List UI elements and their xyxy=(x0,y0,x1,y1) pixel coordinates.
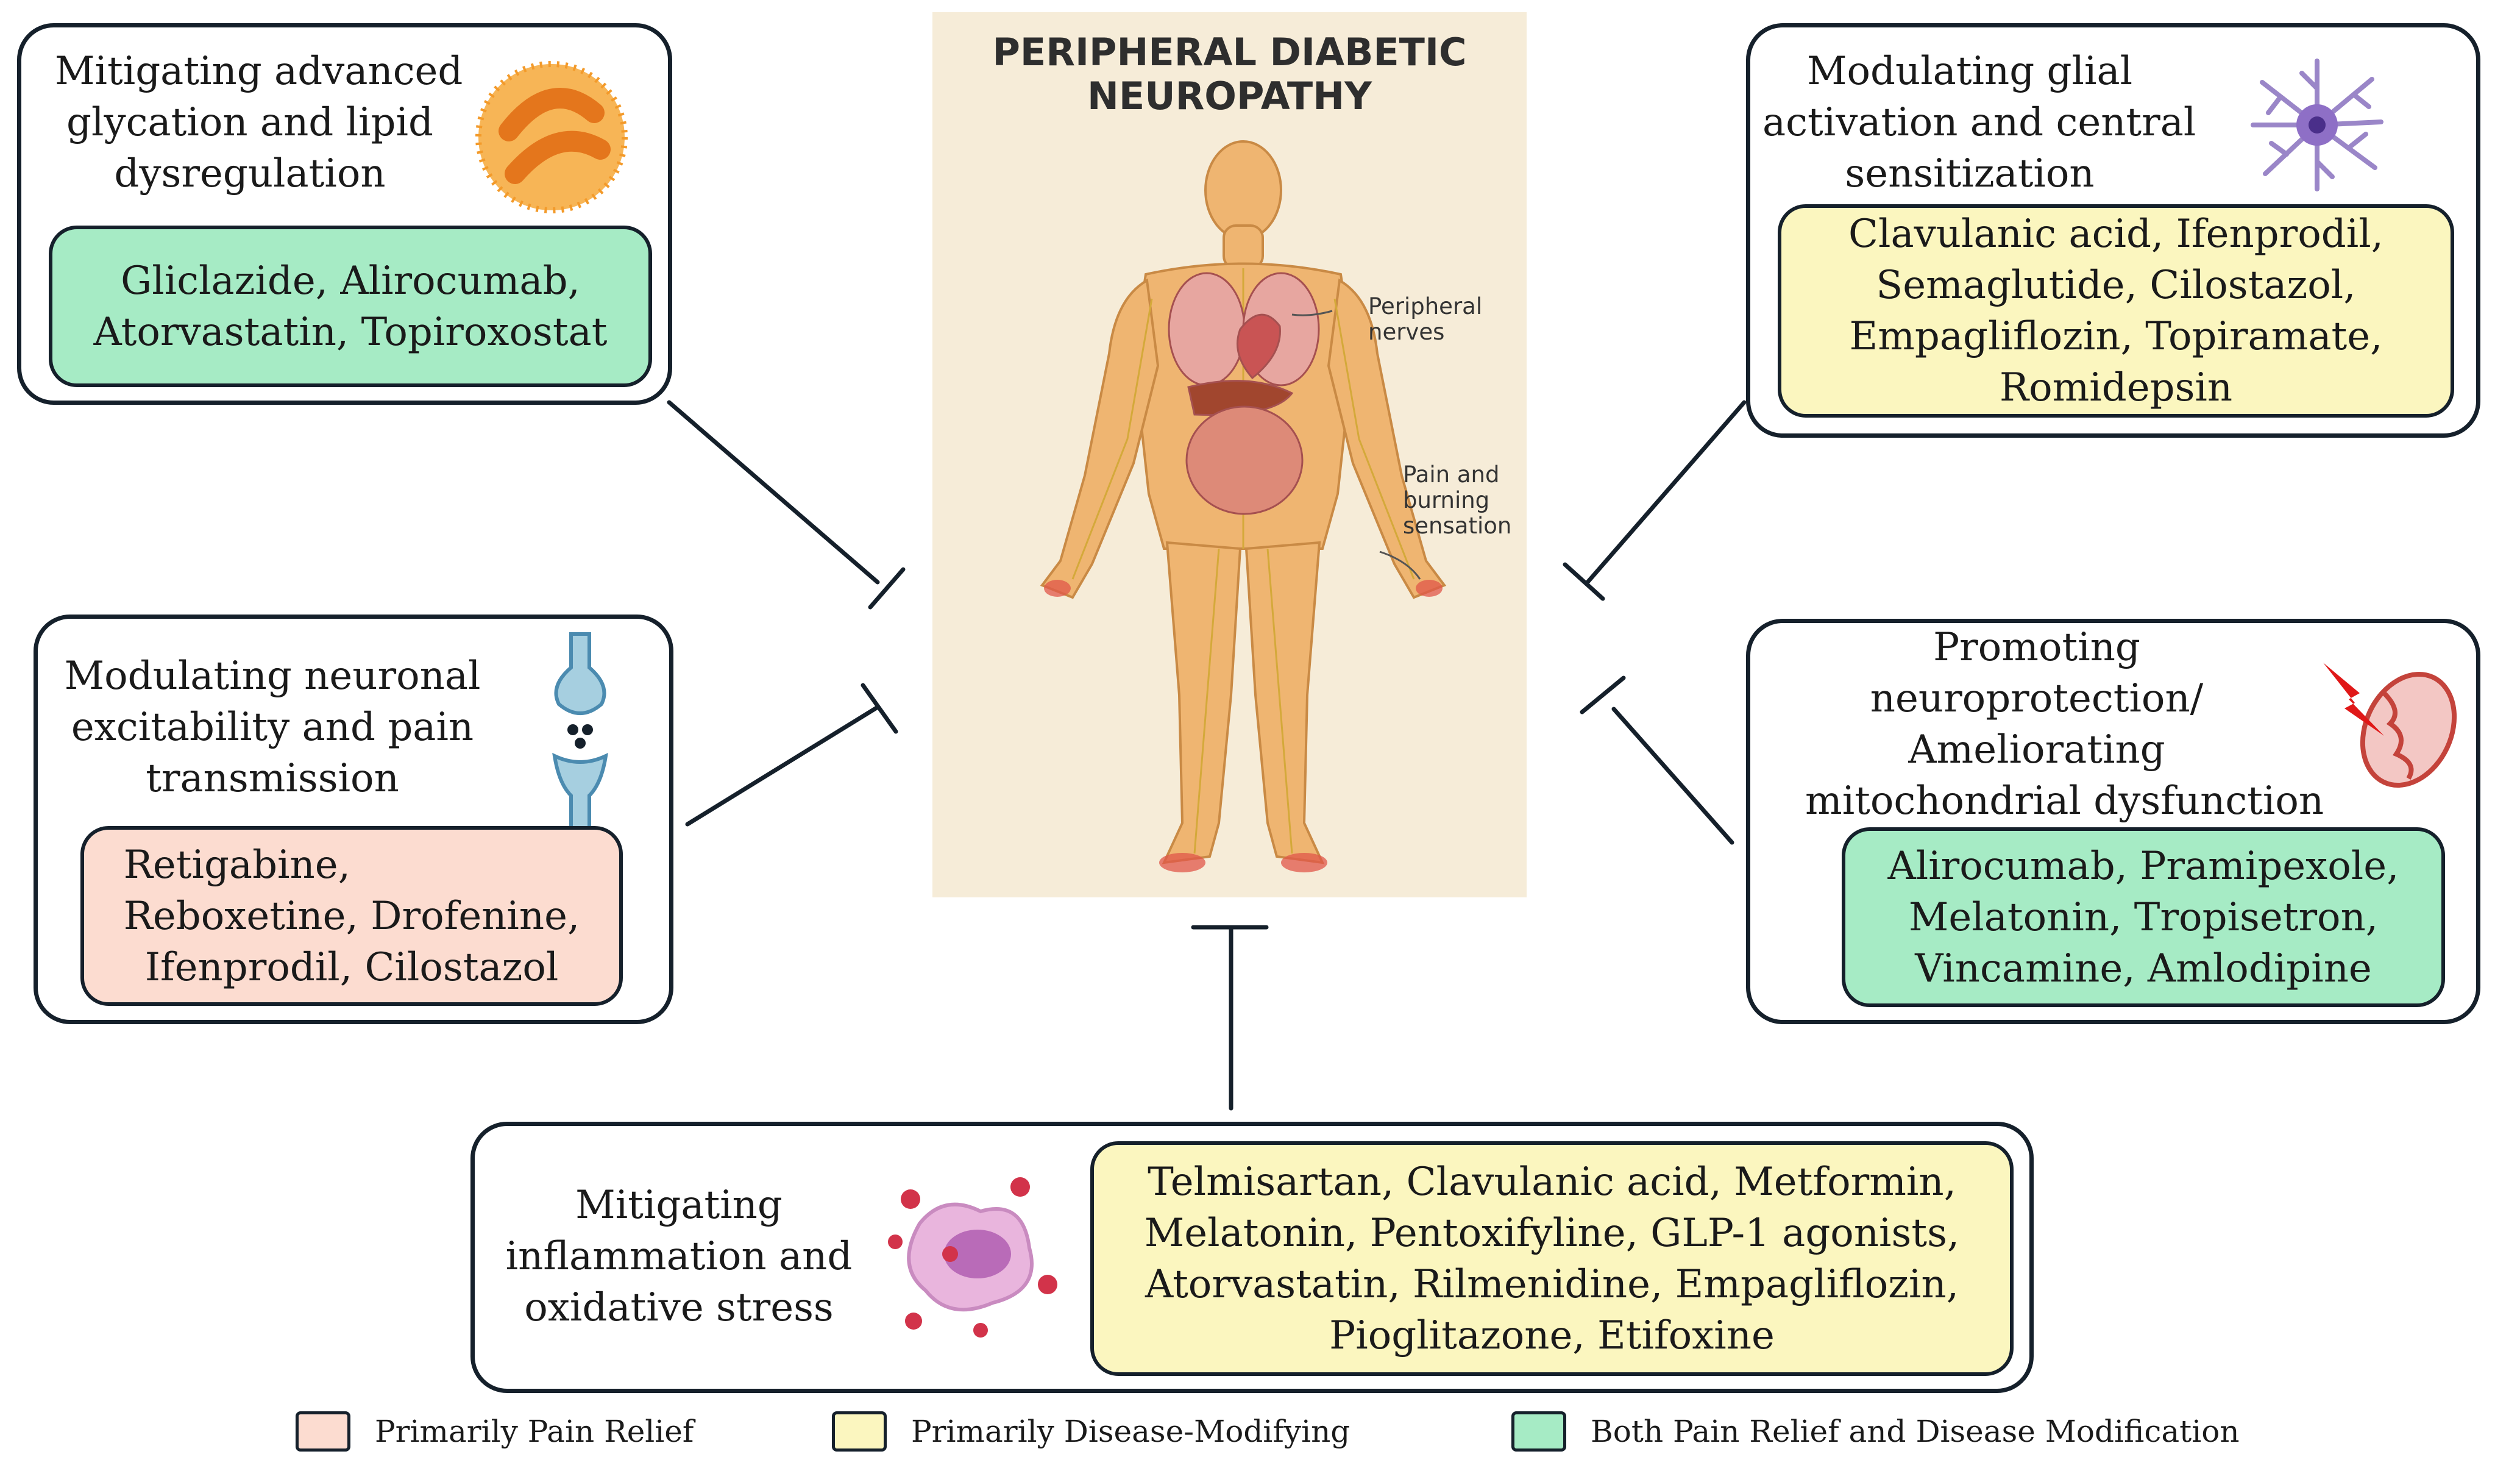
box-glial: Modulating glial activation and central … xyxy=(1746,23,2480,438)
neuropathy-illustration-panel: PERIPHERAL DIABETIC NEUROPATHY xyxy=(932,12,1527,897)
connector-glial-bar xyxy=(1563,562,1605,601)
neck xyxy=(1223,224,1264,269)
neuronal-heading: Modulating neuronal excitability and pai… xyxy=(64,654,481,801)
right-hand-pain xyxy=(1416,580,1443,597)
legend-swatch-both xyxy=(1511,1411,1566,1452)
box-neuronal: Modulating neuronal excitability and pai… xyxy=(34,615,673,1024)
nerve-right-arm xyxy=(1333,298,1415,580)
callout-nerves-line1: Peripheral xyxy=(1368,293,1483,319)
nerve-right-leg xyxy=(1266,548,1293,854)
glial-cell-icon xyxy=(2251,59,2383,191)
left-leg xyxy=(1162,541,1242,864)
callout-nerves-line2: nerves xyxy=(1368,319,1445,345)
legend-disease-modifying: Primarily Disease-Modifying xyxy=(832,1411,1350,1452)
callout-pain-line2: burning xyxy=(1403,487,1490,513)
lipid-droplet-icon xyxy=(475,61,628,213)
connector-neuroprotection xyxy=(1611,707,1734,845)
connector-neuronal-bar xyxy=(861,683,898,734)
nerve-left-arm xyxy=(1071,298,1153,580)
inflammation-drugs: Telmisartan, Clavulanic acid, Metformin,… xyxy=(1090,1141,2014,1376)
connector-glycation-bar xyxy=(868,567,906,610)
connector-neuronal xyxy=(685,705,880,827)
glial-heading: Modulating glial activation and central … xyxy=(1762,49,2196,196)
right-foot-pain xyxy=(1281,853,1327,872)
legend-swatch-pain-relief xyxy=(296,1411,350,1452)
callout-pain-burning: Pain and burning sensation xyxy=(1403,462,1511,539)
legend-pain-relief: Primarily Pain Relief xyxy=(296,1411,694,1452)
mitochondrion-lightning-icon xyxy=(2323,663,2457,788)
neuronal-drugs: Retigabine, Reboxetine, Drofenine, Ifenp… xyxy=(80,826,623,1006)
left-arm xyxy=(1040,278,1160,599)
callout-peripheral-nerves: Peripheral nerves xyxy=(1368,294,1482,345)
callout-pain-line3: sensation xyxy=(1403,513,1512,539)
connector-glycation xyxy=(667,400,880,585)
glial-drugs: Clavulanic acid, Ifenprodil, Semaglutide… xyxy=(1778,204,2454,418)
left-foot-pain xyxy=(1159,853,1205,872)
box-glycation: Mitigating advanced glycation and lipid … xyxy=(17,23,672,405)
inflammation-heading: Mitigating inflammation and oxidative st… xyxy=(505,1183,853,1330)
neuroprotection-heading: Promoting neuroprotection/ Ameliorating … xyxy=(1805,625,2324,824)
box-neuroprotection: Promoting neuroprotection/ Ameliorating … xyxy=(1746,619,2480,1024)
legend-label-pain-relief: Primarily Pain Relief xyxy=(375,1414,694,1449)
legend-both: Both Pain Relief and Disease Modificatio… xyxy=(1511,1411,2240,1452)
legend-label-disease-modifying: Primarily Disease-Modifying xyxy=(911,1414,1351,1449)
glycation-heading: Mitigating advanced glycation and lipid … xyxy=(55,49,463,196)
connector-neuroprotection-bar xyxy=(1580,675,1626,714)
nerve-left-leg xyxy=(1193,548,1220,854)
callout-pain-line1: Pain and xyxy=(1403,461,1500,488)
connector-glial xyxy=(1585,400,1747,585)
box-inflammation: Mitigating inflammation and oxidative st… xyxy=(470,1122,2034,1393)
synapse-icon xyxy=(552,632,608,831)
human-body-figure xyxy=(1040,140,1447,872)
right-arm xyxy=(1327,278,1447,599)
intestines xyxy=(1185,405,1304,515)
legend-label-both: Both Pain Relief and Disease Modificatio… xyxy=(1591,1414,2240,1449)
neuroprotection-drugs: Alirocumab, Pramipexole, Melatonin, Trop… xyxy=(1842,827,2445,1007)
inflamed-cell-icon xyxy=(888,1177,1057,1338)
left-hand-pain xyxy=(1044,580,1071,597)
legend-swatch-disease-modifying xyxy=(832,1411,887,1452)
heart xyxy=(1237,313,1281,380)
lung-left xyxy=(1168,272,1246,387)
glycation-drugs: Gliclazide, Alirocumab, Atorvastatin, To… xyxy=(49,226,652,387)
panel-title-line1: PERIPHERAL DIABETIC xyxy=(992,30,1467,74)
panel-title-line2: NEUROPATHY xyxy=(1087,74,1372,118)
right-leg xyxy=(1244,541,1325,864)
